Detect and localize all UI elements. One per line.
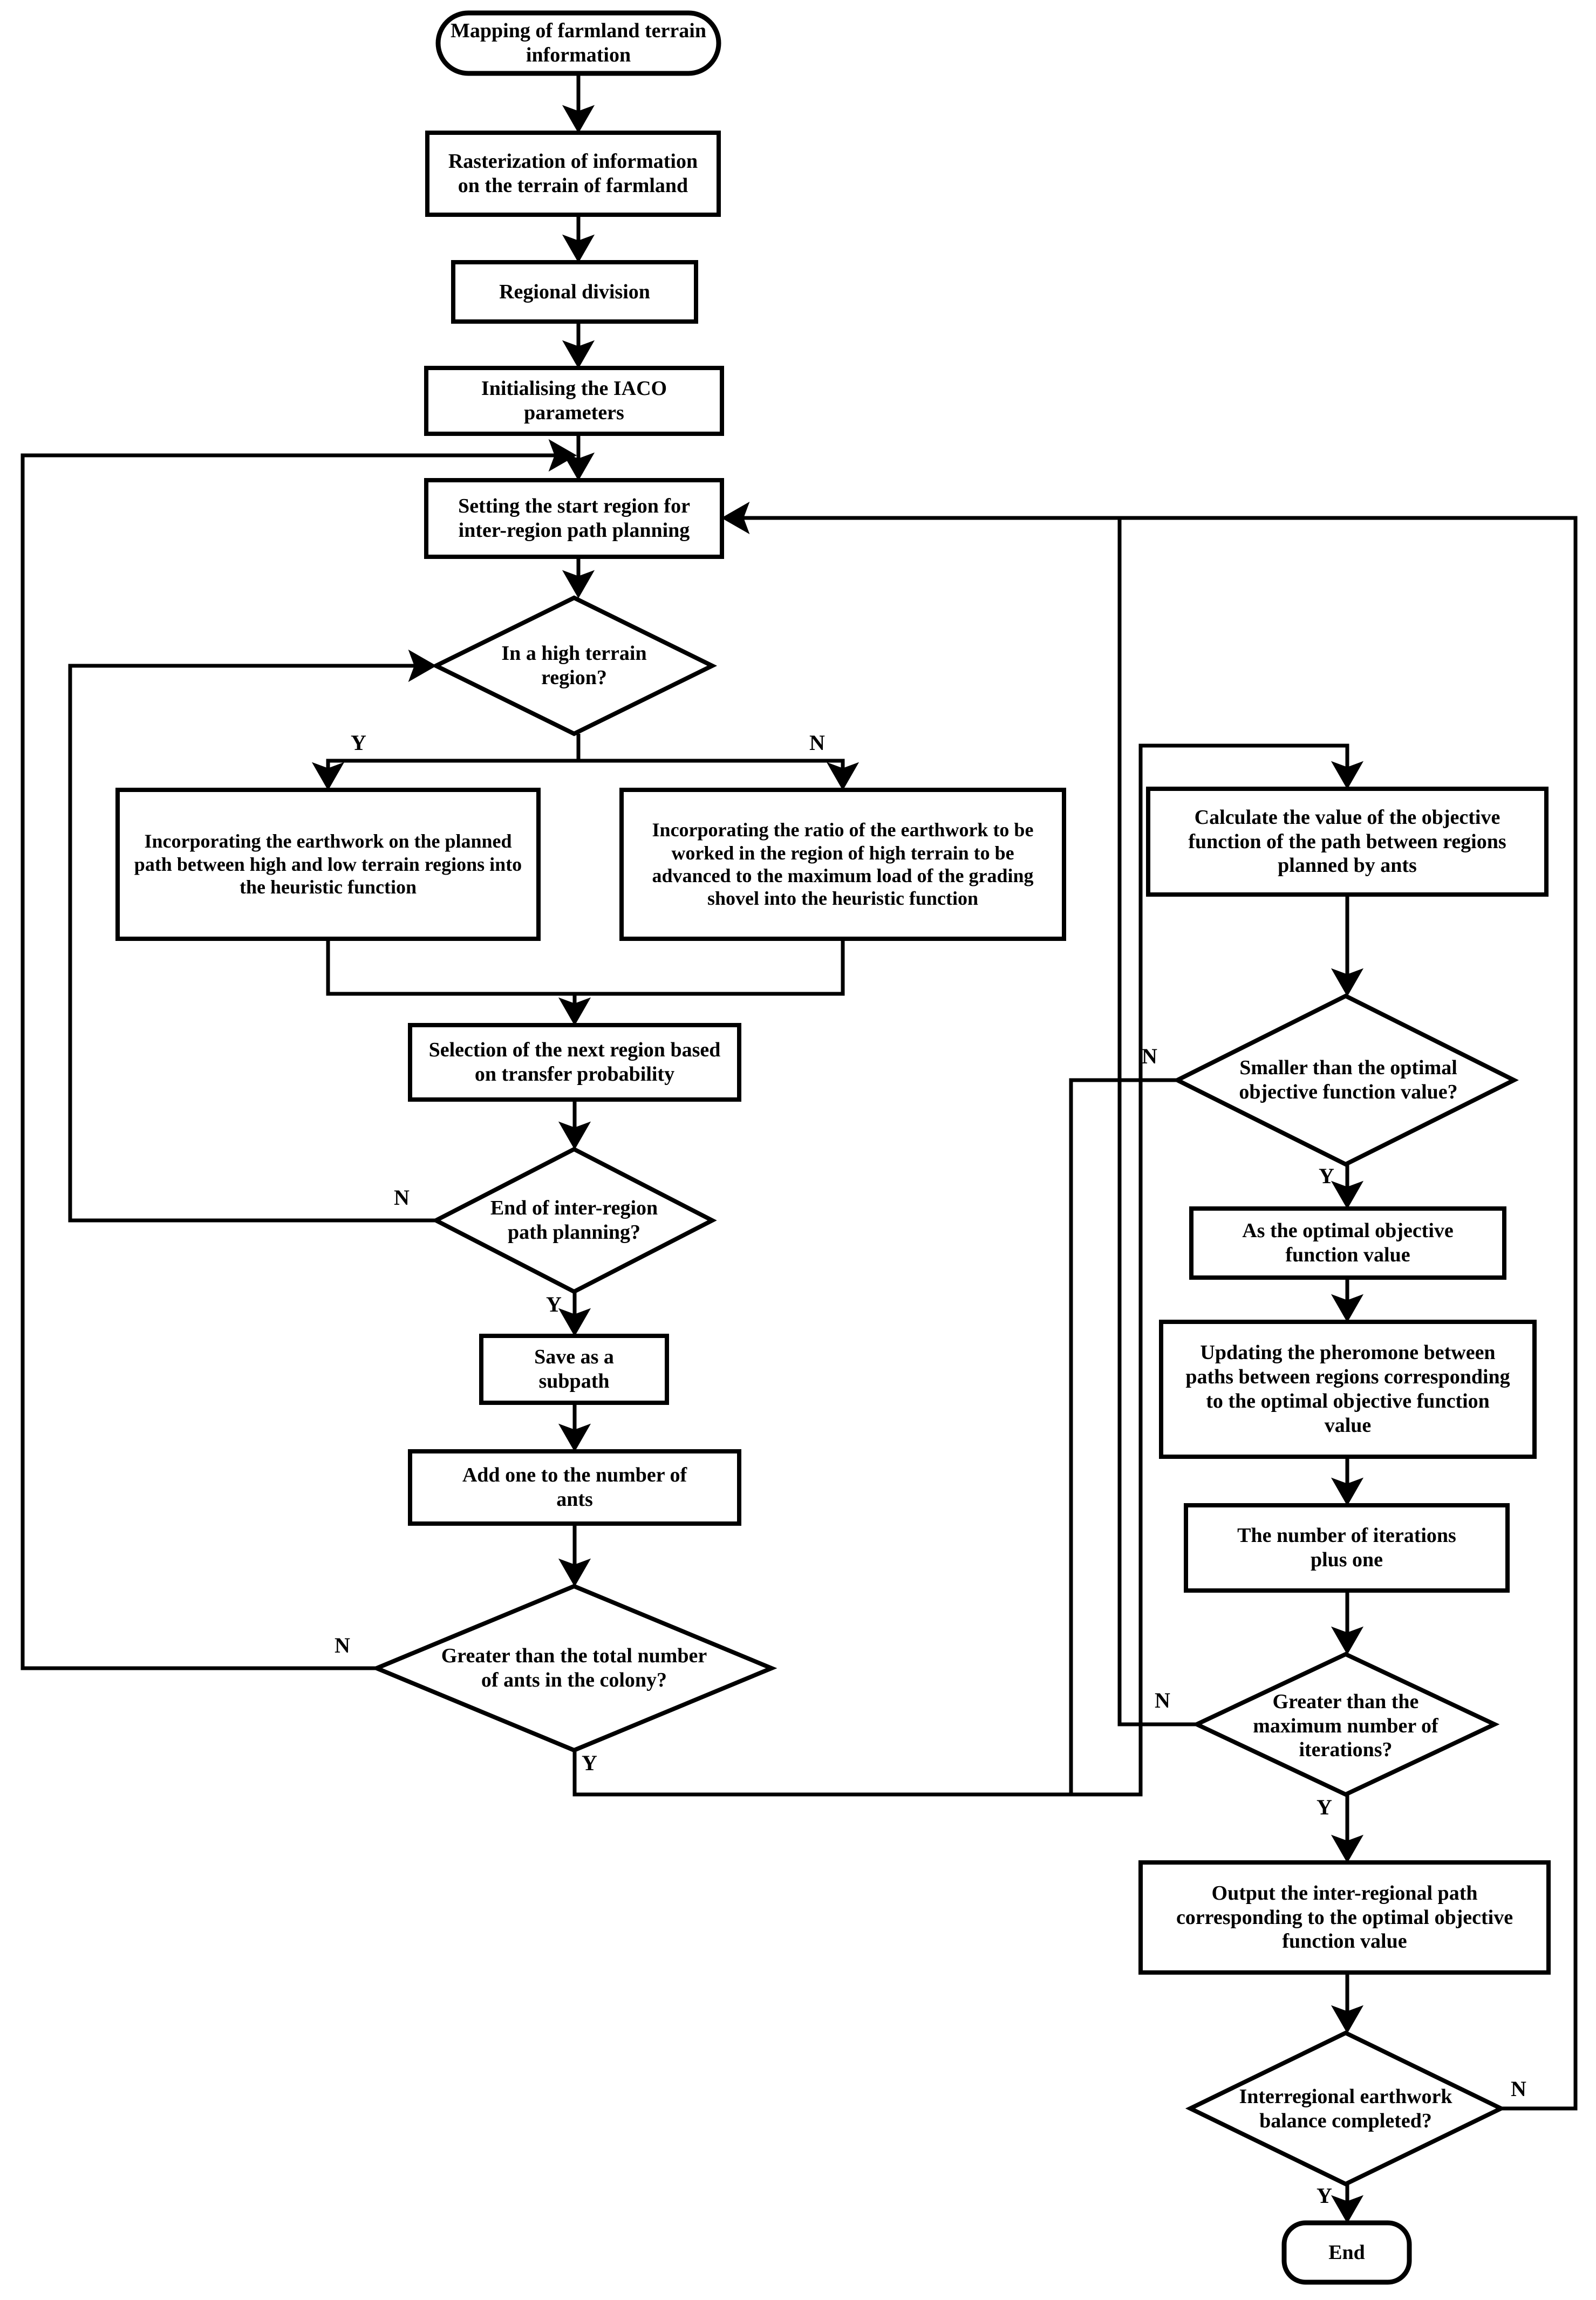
edge-earthwork-balance-no-loop [1120, 516, 1578, 2111]
edge-heuristic-ratio-down [575, 939, 845, 996]
node-max-iterations-decision-shape [1191, 1651, 1500, 1797]
node-init-iaco-shape [424, 366, 724, 436]
node-rasterize-shape [425, 131, 721, 217]
branch-label-max-iterations-yes: Y [1317, 1795, 1332, 1819]
node-high-terrain-decision-shape [431, 595, 718, 736]
node-total-ants-decision-shape [371, 1584, 777, 1753]
node-end-shape [1281, 2220, 1412, 2285]
branch-label-earthwork-balance-no: N [1511, 2077, 1526, 2101]
node-regional-division-shape [451, 260, 698, 324]
node-add-one-ant-shape [408, 1449, 741, 1526]
node-save-subpath-shape [479, 1334, 669, 1405]
node-heuristic-high-low-shape [115, 788, 541, 941]
node-start-shape [435, 10, 721, 76]
branch-label-total-ants-no: N [335, 1633, 350, 1657]
edge-high-terrain-no [576, 734, 860, 791]
branch-label-total-ants-yes: Y [582, 1751, 597, 1775]
node-smaller-than-optimal-decision-shape [1172, 993, 1519, 1167]
edge-end-interregion-no-loop [68, 649, 437, 1223]
branch-label-high-terrain-no: N [809, 731, 825, 755]
branch-label-smaller-than-optimal-no: N [1142, 1044, 1157, 1068]
node-earthwork-balance-decision-shape [1185, 2030, 1506, 2187]
edge-heuristic-high-low-down [326, 939, 575, 996]
node-calc-objective-shape [1146, 787, 1549, 897]
node-end-interregion-decision-shape [431, 1146, 717, 1294]
node-select-next-region-shape [408, 1023, 741, 1102]
branch-label-high-terrain-yes: Y [351, 731, 366, 755]
node-as-optimal-shape [1189, 1206, 1506, 1280]
edge-max-iterations-no-loop [721, 501, 1197, 1726]
node-output-path-shape [1138, 1860, 1551, 1975]
edge-total-ants-yes [572, 743, 1364, 1797]
edge-total-ants-no-loop [21, 439, 577, 1670]
node-heuristic-ratio-shape [619, 788, 1066, 941]
branch-label-end-interregion-yes: Y [546, 1292, 562, 1316]
node-update-pheromone-shape [1159, 1320, 1537, 1459]
edge-smaller-than-optimal-no-loop [1069, 1078, 1177, 1794]
branch-label-earthwork-balance-yes: Y [1317, 2183, 1332, 2208]
branch-label-smaller-than-optimal-yes: Y [1319, 1164, 1334, 1188]
branch-label-max-iterations-no: N [1155, 1688, 1170, 1712]
branch-label-end-interregion-no: N [394, 1185, 410, 1210]
node-iterations-plus-one-shape [1184, 1503, 1510, 1593]
node-set-start-region-shape [424, 478, 724, 559]
